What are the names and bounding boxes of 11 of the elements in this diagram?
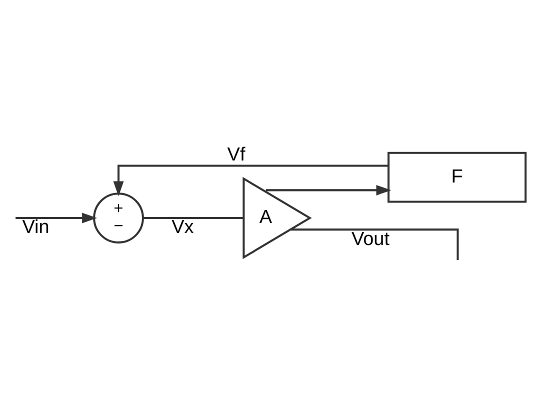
node-box: F <box>388 151 527 202</box>
arrow <box>266 184 392 195</box>
edge-label: Vf <box>227 144 246 166</box>
connector <box>290 228 459 260</box>
connector <box>144 216 244 219</box>
node-circle: + − <box>93 192 144 243</box>
arrow <box>16 212 98 223</box>
arrow <box>113 164 388 196</box>
edge-label: Vout <box>352 228 390 250</box>
edge-label: Vx <box>172 216 194 238</box>
edge-label: Vin <box>22 216 50 238</box>
